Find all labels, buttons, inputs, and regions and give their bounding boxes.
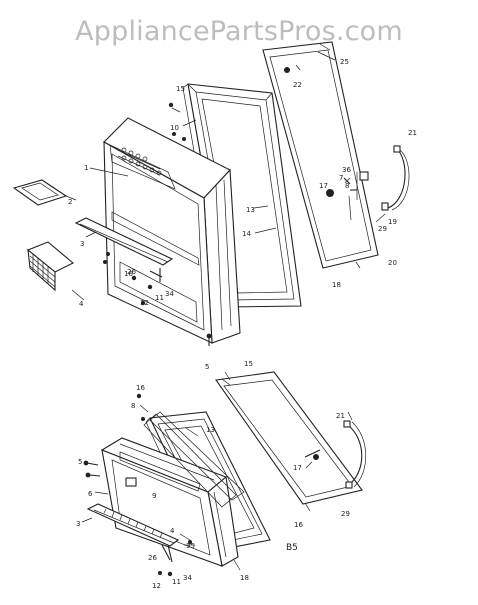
door-hinge-parts-top xyxy=(326,145,410,221)
shelf-rail-3-bottom xyxy=(86,503,180,547)
callout-labels-top: 1 2 3 4 5 10 11 12 13 14 15 16 17 18 19 … xyxy=(68,58,417,371)
outer-door-panel-top xyxy=(262,41,379,269)
callout-2: 2 xyxy=(68,198,72,206)
screws-top xyxy=(103,102,212,346)
callout-10: 10 xyxy=(170,124,179,132)
callout-labels-bottom: 15 16 8 13 21 5 17 6 9 3 4 35 26 12 11 3… xyxy=(76,360,350,590)
callout-8: 8 xyxy=(345,182,349,190)
callout-b15: 15 xyxy=(244,360,253,368)
callout-17: 17 xyxy=(319,182,328,190)
shelf-bracket-2 xyxy=(12,179,68,206)
callout-bB5: B5 xyxy=(286,543,298,553)
callout-5: 5 xyxy=(205,363,209,371)
callout-b9: 9 xyxy=(152,492,156,500)
callout-1: 1 xyxy=(84,164,88,172)
ice-tray-4 xyxy=(26,241,74,292)
callout-b8: 8 xyxy=(131,402,135,410)
callout-b4: 4 xyxy=(170,527,175,535)
door-handle-bottom xyxy=(343,420,367,489)
callout-b34: 34 xyxy=(183,574,192,582)
callout-29: 29 xyxy=(378,225,387,233)
callout-b21: 21 xyxy=(336,412,345,420)
callout-19: 19 xyxy=(388,218,397,226)
callout-14: 14 xyxy=(242,230,251,238)
callout-b26: 26 xyxy=(148,554,157,562)
callout-b35: 35 xyxy=(186,542,195,550)
callout-b6: 6 xyxy=(88,490,93,498)
gasket-bottom xyxy=(143,411,245,508)
inner-door-liner-top xyxy=(103,117,241,344)
callout-b13: 13 xyxy=(206,426,215,434)
watermark: AppliancePartsPros.com xyxy=(75,16,403,47)
callout-4: 4 xyxy=(79,300,84,308)
callout-18: 18 xyxy=(332,281,341,289)
callout-11: 11 xyxy=(155,294,164,302)
callout-22: 22 xyxy=(293,81,302,89)
callout-b3: 3 xyxy=(76,520,80,528)
callout-7: 7 xyxy=(339,174,343,182)
callout-12: 12 xyxy=(140,299,149,307)
callout-34: 34 xyxy=(165,290,174,298)
callout-b29: 29 xyxy=(341,510,350,518)
callout-b16b: 16 xyxy=(294,521,303,529)
callout-21: 21 xyxy=(408,129,417,137)
callout-b11: 11 xyxy=(172,578,181,586)
screws-bottom xyxy=(83,393,321,478)
callout-36: 36 xyxy=(342,166,351,174)
callout-25: 25 xyxy=(340,58,349,66)
callout-3: 3 xyxy=(80,240,84,248)
dairy-compartment-holes xyxy=(121,147,162,176)
callout-13: 13 xyxy=(246,206,255,214)
callout-b17: 17 xyxy=(293,464,302,472)
callout-20: 20 xyxy=(388,259,397,267)
callout-b5: 5 xyxy=(78,458,82,466)
callout-b16: 16 xyxy=(136,384,145,392)
callout-b18: 18 xyxy=(240,574,249,582)
callout-26: 26 xyxy=(127,268,136,276)
leader-lines-top xyxy=(65,51,386,301)
shelf-rail-3 xyxy=(74,217,174,266)
callout-15: 15 xyxy=(176,85,185,93)
callout-b12: 12 xyxy=(152,582,161,590)
leader-lines-bottom xyxy=(81,371,353,571)
callout-16: 16 xyxy=(124,270,133,278)
